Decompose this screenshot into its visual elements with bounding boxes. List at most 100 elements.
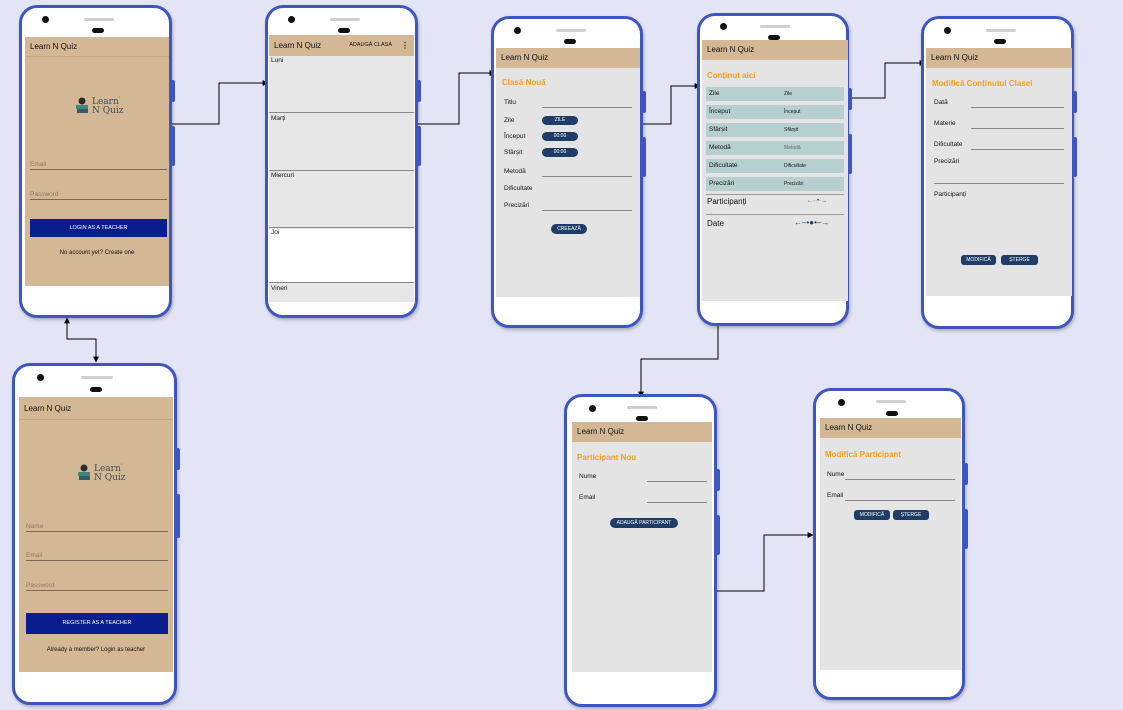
delete-button[interactable]: ȘTERGE [1001,255,1038,265]
app-title: Learn N Quiz [825,423,873,432]
day-section-wednesday[interactable]: Miercuri [269,172,414,228]
logo-text-learn: Learn' [94,463,123,474]
phone-side-button [176,494,180,538]
password-field[interactable]: Password [30,191,167,200]
phone-side-button [1073,137,1077,177]
days-button[interactable]: ZILE [542,116,578,125]
password-field[interactable]: Password [26,582,168,591]
phone-side-button [848,88,852,110]
delete-button[interactable]: ȘTERGE [893,510,929,520]
register-button[interactable]: REGISTER AS A TEACHER [26,613,168,634]
participants-pager[interactable]: ←··•·→ [807,198,828,204]
email-field[interactable]: Email [30,161,167,170]
create-button[interactable]: CREEAZĂ [551,224,587,234]
new-class-heading: Clasă Nouă [502,78,546,87]
sensor-dot [90,387,102,392]
name-input[interactable] [845,479,955,480]
day-section-monday[interactable]: Luni [269,57,414,113]
method-input[interactable] [542,176,632,177]
phone-edit-participant: Learn N Quiz Modifică Participant Nume E… [813,388,968,700]
edit-content-screen: Learn N Quiz Modifică Conținutul Clasei … [926,48,1072,296]
name-input[interactable] [647,481,707,482]
email-input[interactable] [647,502,707,503]
phone-side-button [716,469,720,491]
phone-side-button [1073,91,1077,113]
day-section-tuesday[interactable]: Marți [269,115,414,171]
app-title: Learn N Quiz [274,41,322,50]
login-screen: Learn N Quiz Learn' N Quiz Email Passwor… [25,37,169,286]
overflow-menu-icon[interactable]: ⋮ [401,41,409,50]
notes-input[interactable] [542,210,632,211]
arrow-login-to-schedule [172,80,269,125]
dates-pager[interactable]: ←–•●•–→ [794,218,830,227]
arrow-schedule-to-new-class [418,70,496,125]
phone-login: Learn N Quiz Learn' N Quiz Email Passwor… [19,5,175,318]
book-stack-icon [76,97,88,113]
edit-content-heading: Modifică Conținutul Clasei [932,79,1033,88]
register-screen: Learn N Quiz Learn' N Quiz Name Email Pa… [19,397,173,672]
phone-new-participant: Learn N Quiz Participant Nou Nume Email … [564,394,720,707]
end-time-button[interactable]: 00:00 [542,148,578,157]
days-label: Zile [504,117,515,124]
day-section-thursday[interactable]: Joi [269,229,414,283]
phone-side-button [642,91,646,113]
login-button[interactable]: LOGIN AS A TEACHER [30,219,167,237]
participants-label: Participanți [707,197,747,206]
email-label: Email [827,492,844,499]
phone-side-button [716,515,720,555]
phone-register: Learn N Quiz Learn' N Quiz Name Email Pa… [12,363,180,705]
email-field[interactable]: Email [26,552,168,561]
email-input[interactable] [845,500,955,501]
create-account-link[interactable]: No account yet? Create one [59,250,135,256]
sensor-dot [886,411,898,416]
participants-label: Participanți [934,191,967,198]
sensor-dot [564,39,576,44]
app-title: Learn N Quiz [30,42,78,51]
difficulty-input[interactable] [971,149,1064,150]
arrow-new-class-to-content [643,83,701,125]
app-bar: Learn N Quiz [702,40,848,60]
phone-side-button [171,80,175,102]
notes-label: Precizări [504,202,530,209]
day-section-friday[interactable]: Vineri [271,285,288,292]
app-title: Learn N Quiz [501,53,549,62]
phone-new-class: Learn N Quiz Clasă Nouă Titlu Zile ZILE … [491,16,646,328]
login-link[interactable]: Already a member? Login as teacher [46,647,146,653]
app-bar: Learn N Quiz [19,397,173,420]
edit-button[interactable]: MODIFICĂ [961,255,996,265]
speaker-grille [81,376,113,379]
end-label: Sfârșit [504,149,523,156]
edit-button[interactable]: MODIFICĂ [854,510,890,520]
name-label: Nume [579,473,597,480]
speaker-grille [330,18,360,21]
app-bar: Learn N Quiz [496,48,640,68]
add-participant-button[interactable]: ADAUGĂ PARTICIPANT [610,518,678,528]
date-input[interactable] [971,107,1064,108]
phone-side-button [417,126,421,166]
camera-icon [288,16,295,23]
phone-schedule: Learn N Quiz ADAUGĂ CLASA ⋮ Luni Marți M… [265,5,421,318]
content-heading: Conținut aici [707,71,756,80]
date-label: Dată [934,99,948,106]
logo-text-learn: Learn' [92,96,121,107]
start-time-button[interactable]: 00:00 [542,132,578,141]
title-input[interactable] [542,107,632,108]
notes-input[interactable] [934,183,1064,184]
arrow-content-to-new-participant [638,318,719,398]
subject-input[interactable] [971,128,1064,129]
camera-icon [838,399,845,406]
camera-icon [720,23,727,30]
name-label: Nume [827,471,845,478]
name-field[interactable]: Name [26,523,168,532]
difficulty-label: Dificultate [934,141,963,148]
email-label: Email [579,494,596,501]
speaker-grille [760,25,790,28]
add-class-action[interactable]: ADAUGĂ CLASA [349,42,392,48]
sensor-dot [768,35,780,40]
